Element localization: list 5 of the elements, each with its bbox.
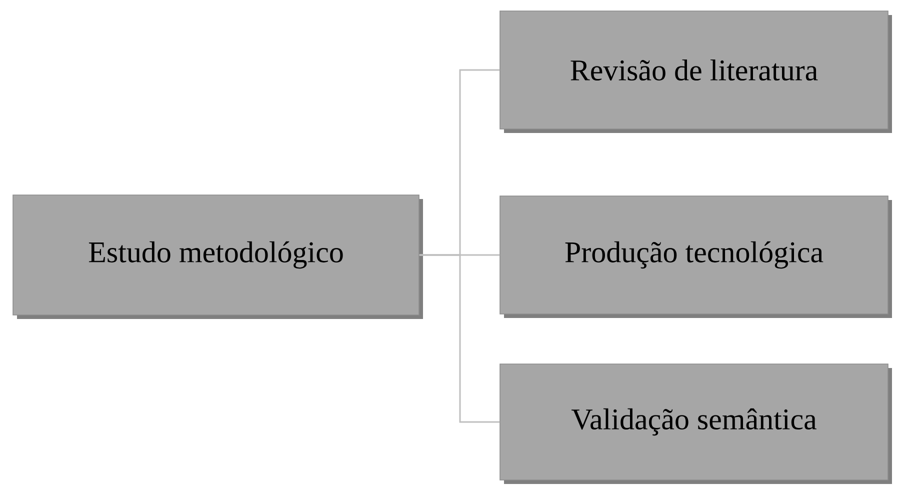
connector-line bbox=[419, 254, 500, 423]
process-box: Produção tecnológica bbox=[500, 196, 892, 318]
process-box: Revisão de literatura bbox=[500, 10, 892, 133]
process-box: Estudo metodológico bbox=[12, 194, 423, 319]
process-box: Validação semântica bbox=[500, 364, 892, 484]
